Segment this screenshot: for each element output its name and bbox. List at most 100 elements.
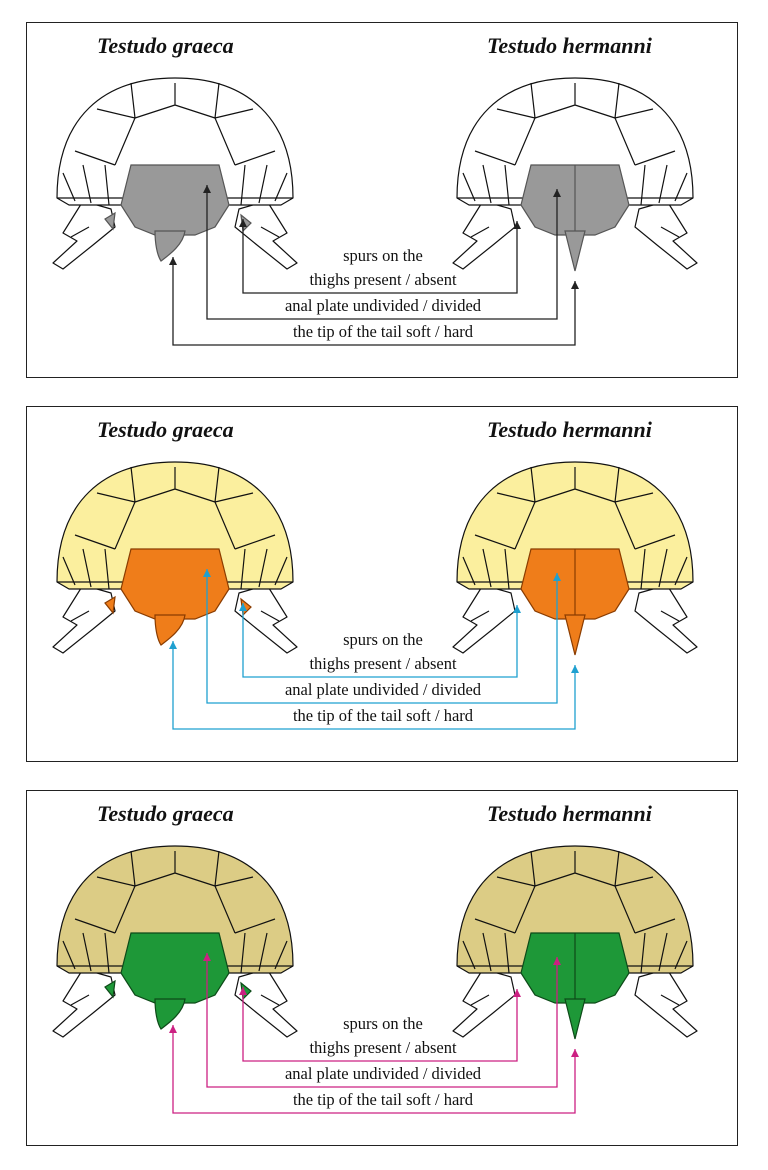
marginal-scutes xyxy=(462,932,688,974)
anal-plate xyxy=(120,932,230,1004)
right-hind-leg xyxy=(234,200,298,270)
carapace-scutes xyxy=(474,466,676,550)
arrow-anal-plate xyxy=(206,185,558,320)
marginal-scutes xyxy=(462,548,688,590)
right-hind-leg xyxy=(634,968,698,1038)
arrow-head xyxy=(571,1049,579,1057)
species-title-hermanni: Testudo hermanni xyxy=(487,33,652,58)
arrow-tail-tip xyxy=(172,641,576,730)
tail-hard-tip xyxy=(564,998,586,1040)
arrow-anal-plate xyxy=(206,569,558,704)
carapace-scutes xyxy=(74,850,276,934)
arrow-head xyxy=(571,281,579,289)
species-title-graeca: Testudo graeca xyxy=(97,801,234,826)
carapace xyxy=(56,461,294,590)
left-hind-leg xyxy=(52,968,116,1038)
callout-arrows xyxy=(172,953,576,1114)
label-line3: anal plate undivided / divided xyxy=(285,296,482,315)
right-hind-leg xyxy=(234,584,298,654)
arrow-head xyxy=(553,189,561,197)
leg-claw-lines xyxy=(470,610,680,622)
carapace xyxy=(456,461,694,590)
tail-soft-tip xyxy=(154,614,186,646)
species-title-hermanni: Testudo hermanni xyxy=(487,417,652,442)
arrow-head xyxy=(203,569,211,577)
arrow-head xyxy=(169,1025,177,1033)
right-hind-leg xyxy=(634,200,698,270)
arrow-head xyxy=(553,957,561,965)
thigh-spur-left xyxy=(104,211,116,231)
marginal-scutes xyxy=(62,548,288,590)
carapace xyxy=(56,77,294,206)
tail-hard-tip xyxy=(564,230,586,272)
arrow-head xyxy=(553,573,561,581)
species-title-hermanni: Testudo hermanni xyxy=(487,801,652,826)
arrow-head xyxy=(239,987,247,995)
leg-claw-lines xyxy=(70,610,280,622)
callout-arrows xyxy=(172,185,576,346)
tortoise-diagram-gray: spurs on the thighs present / absent anal … xyxy=(52,77,698,346)
arrow-head xyxy=(169,257,177,265)
tortoise-hermanni xyxy=(452,845,698,1040)
label-line3: anal plate undivided / divided xyxy=(285,680,482,699)
label-line4: the tip of the tail soft / hard xyxy=(293,1090,474,1109)
arrow-head xyxy=(239,603,247,611)
label-line2: thighs present / absent xyxy=(309,1038,457,1057)
leg-claw-lines xyxy=(70,994,280,1006)
label-line3: anal plate undivided / divided xyxy=(285,1064,482,1083)
species-title-graeca: Testudo graeca xyxy=(97,417,234,442)
arrow-anal-plate xyxy=(206,953,558,1088)
label-line2: thighs present / absent xyxy=(309,654,457,673)
marginal-scutes xyxy=(62,932,288,974)
leg-claw-lines xyxy=(70,226,280,238)
thigh-spur-left xyxy=(104,595,116,615)
leg-claw-lines xyxy=(470,226,680,238)
carapace xyxy=(456,77,694,206)
left-hind-leg xyxy=(452,200,516,270)
tail-soft-tip xyxy=(154,230,186,262)
tortoise-graeca xyxy=(52,461,298,654)
carapace-scutes xyxy=(74,82,276,166)
leg-claw-lines xyxy=(470,994,680,1006)
carapace xyxy=(456,845,694,974)
carapace xyxy=(56,845,294,974)
arrow-head xyxy=(169,641,177,649)
callout-arrows xyxy=(172,569,576,730)
carapace-scutes xyxy=(474,82,676,166)
tail-hard-tip xyxy=(564,614,586,656)
right-hind-leg xyxy=(634,584,698,654)
left-hind-leg xyxy=(52,584,116,654)
tail-soft-tip xyxy=(154,998,186,1030)
arrow-head xyxy=(571,665,579,673)
arrow-tail-tip xyxy=(172,1025,576,1114)
label-line1: spurs on the xyxy=(343,1014,423,1033)
arrow-tail-tip xyxy=(172,257,576,346)
tortoise-hermanni xyxy=(452,461,698,656)
label-line1: spurs on the xyxy=(343,246,423,265)
arrow-head xyxy=(239,219,247,227)
marginal-scutes xyxy=(462,164,688,206)
label-line4: the tip of the tail soft / hard xyxy=(293,322,474,341)
carapace-scutes xyxy=(474,850,676,934)
tortoise-graeca xyxy=(52,845,298,1038)
arrow-heads xyxy=(169,953,579,1057)
arrow-spurs xyxy=(242,219,518,294)
diagram-panel-gray: Testudo graeca Testudo hermanni spurs on… xyxy=(26,22,738,378)
thigh-spur-left xyxy=(104,979,116,999)
arrow-head xyxy=(513,989,521,997)
label-line4: the tip of the tail soft / hard xyxy=(293,706,474,725)
left-hind-leg xyxy=(452,584,516,654)
arrow-head xyxy=(513,221,521,229)
species-title-graeca: Testudo graeca xyxy=(97,33,234,58)
diagram-panel-green: Testudo graeca Testudo hermanni spurs on… xyxy=(26,790,738,1146)
arrow-spurs xyxy=(242,603,518,678)
tortoise-hermanni xyxy=(452,77,698,272)
right-hind-leg xyxy=(234,968,298,1038)
arrow-spurs xyxy=(242,987,518,1062)
anal-plate xyxy=(120,548,230,620)
arrow-heads xyxy=(169,185,579,289)
label-line2: thighs present / absent xyxy=(309,270,457,289)
anal-plate xyxy=(120,164,230,236)
arrow-head xyxy=(203,185,211,193)
